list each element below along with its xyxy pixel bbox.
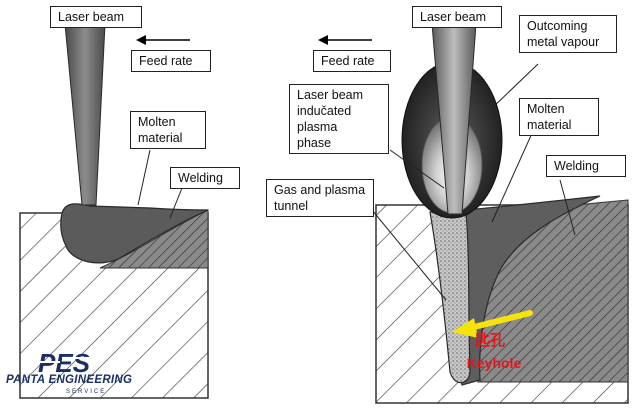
right-keyhole-weld <box>318 23 629 404</box>
keyhole-tunnel <box>429 211 471 384</box>
pes-logo-mark: PES <box>34 348 96 378</box>
outcoming-metal-vapour-label: Outcoming metal vapour <box>519 15 617 53</box>
right-laser-beam-label: Laser beam <box>412 6 502 28</box>
laser-beam-induced-plasma-label: Laser beam indučated plasma phase <box>289 84 389 154</box>
keyhole-pointer-arrow <box>452 310 533 338</box>
right-welding-label: Welding <box>546 155 626 177</box>
left-molten-material-label: Molten material <box>130 111 206 149</box>
left-feed-arrow <box>136 35 190 45</box>
left-welding-label: Welding <box>170 167 240 189</box>
right-molten-material-label: Molten material <box>519 98 599 136</box>
left-molten-pool <box>60 203 209 264</box>
keyhole-label-en: Keyhole <box>466 355 522 371</box>
logo-company-name: PANTA ENGINEERING <box>6 374 133 386</box>
left-laser-beam-label: Laser beam <box>50 6 142 28</box>
right-feed-arrow <box>318 35 372 45</box>
left-conduction-weld <box>19 23 209 399</box>
logo-service-text: SERVICE <box>66 389 107 395</box>
right-feed-rate-label: Feed rate <box>313 50 391 72</box>
left-feed-rate-label: Feed rate <box>131 50 211 72</box>
left-laser-beam <box>64 23 106 206</box>
gas-plasma-tunnel-label: Gas and plasma tunnel <box>266 179 374 217</box>
keyhole-label-cn: 匙孔 <box>474 332 505 349</box>
panta-engineering-logo: PANTA ENGINEERING SERVICE <box>6 350 166 410</box>
